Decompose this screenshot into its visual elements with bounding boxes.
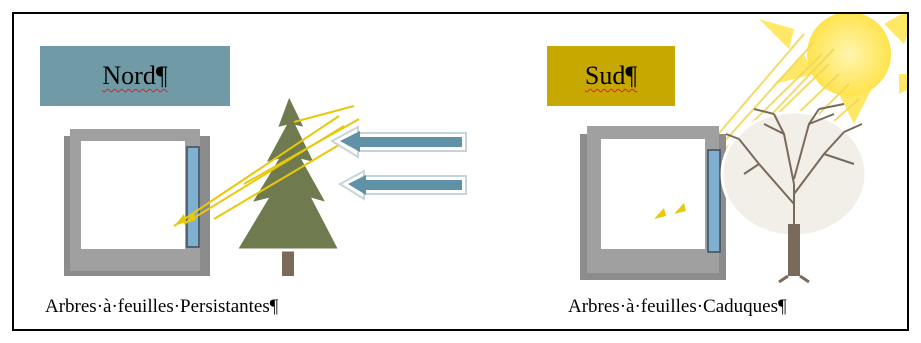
- ray-arrowheads-right: [654, 203, 686, 219]
- house-window-icon-left: [64, 129, 210, 276]
- wind-arrow-icon-top: [329, 125, 467, 159]
- deciduous-tree-icon: [720, 103, 868, 284]
- sud-label: Sud¶: [547, 46, 675, 106]
- wind-arrow-icon-bottom: [338, 169, 467, 201]
- sud-label-text: Sud¶: [584, 61, 638, 90]
- ray-arrowheads-left: [174, 212, 196, 226]
- evergreen-tree-icon: [233, 90, 343, 276]
- caption-evergreen: Arbres·à·feuilles·Persistantes¶: [45, 296, 279, 317]
- sun-rays-left: [173, 105, 360, 227]
- caption-deciduous: Arbres·à·feuilles·Caduques¶: [568, 296, 787, 317]
- house-window-icon-right: [580, 126, 726, 280]
- diagram-artwork: [64, 14, 907, 284]
- sun-icon: [759, 14, 907, 124]
- nord-label: Nord¶: [40, 46, 230, 106]
- nord-label-text: Nord¶: [102, 61, 168, 90]
- diagram-frame: Nord¶ Sud¶ Arbres·à·feuilles·Persistante…: [12, 12, 909, 331]
